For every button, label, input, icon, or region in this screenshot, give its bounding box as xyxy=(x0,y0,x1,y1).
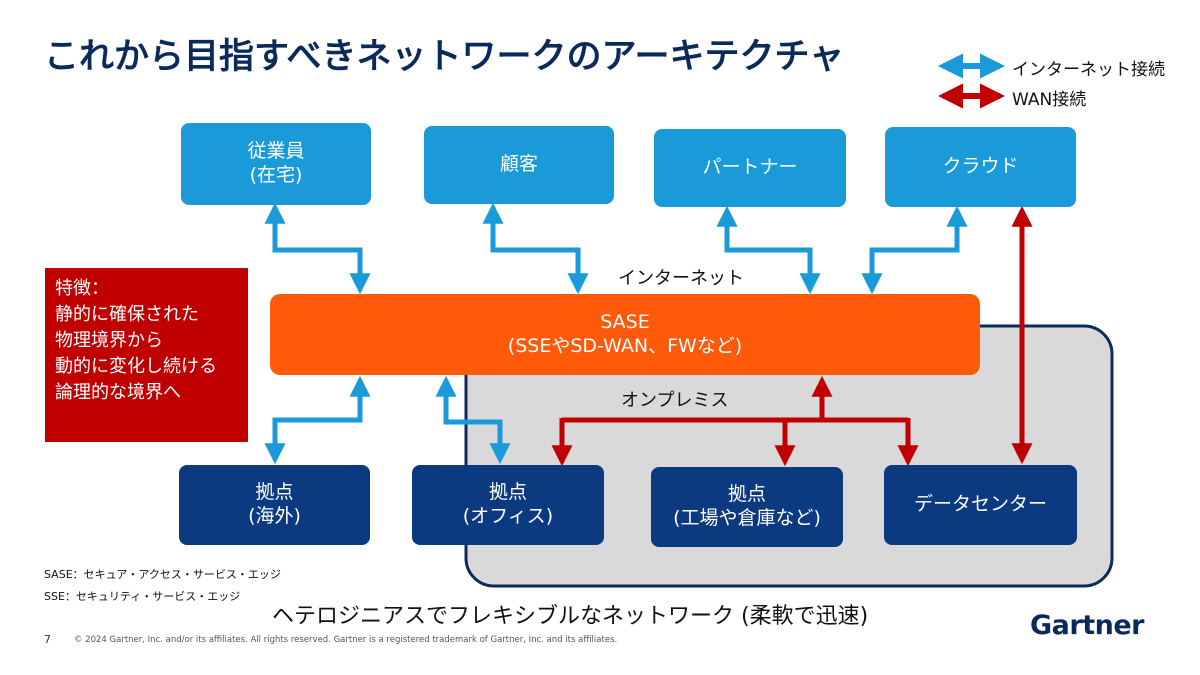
features-heading: 特徴： xyxy=(55,278,109,299)
onprem-label: オンプレミス xyxy=(621,390,729,411)
sase-line2: (SSEやSD-WAN、FWなど) xyxy=(507,334,743,357)
connector-customer-sase xyxy=(482,202,589,295)
connector-partner-sase xyxy=(716,205,821,295)
features-box: 特徴： 静的に確保された 物理境界から 動的に変化し続ける 論理的な境界へ xyxy=(45,268,248,442)
note-sse: SSE：セキュリティ・サービス・エッジ xyxy=(44,590,241,603)
node-office-line2: (オフィス) xyxy=(462,505,554,527)
tagline: ヘテロジニアスでフレキシブルなネットワーク (柔軟で迅速) xyxy=(272,604,869,629)
node-factory-line1: 拠点 xyxy=(727,483,766,506)
node-employee-line1: 従業員 xyxy=(247,140,305,163)
node-office-line1: 拠点 xyxy=(488,481,527,504)
features-line-3: 動的に変化し続ける xyxy=(55,356,217,378)
connector-sase-overseas xyxy=(264,375,371,465)
sase-line1: SASE xyxy=(600,310,650,333)
legend-internet-label: インターネット接続 xyxy=(1012,60,1165,80)
footer-page-number: 7 xyxy=(44,633,51,646)
features-line-2: 物理境界から xyxy=(55,330,163,352)
node-overseas-line1: 拠点 xyxy=(255,481,294,504)
page-title: これから目指すべきネットワークのアーキテクチャ xyxy=(44,37,845,77)
connector-sase-office xyxy=(435,375,511,465)
node-site-office: 拠点 (オフィス) xyxy=(412,465,604,545)
sase-bar: SASE (SSEやSD-WAN、FWなど) xyxy=(270,294,980,375)
node-site-overseas: 拠点 (海外) xyxy=(179,465,370,545)
features-line-4: 論理的な境界へ xyxy=(55,382,181,404)
node-customer-label: 顧客 xyxy=(499,153,538,176)
features-line-1: 静的に確保された xyxy=(55,304,199,326)
node-partner: パートナー xyxy=(654,129,846,207)
connector-employee-sase xyxy=(264,202,371,295)
internet-label: インターネット xyxy=(618,268,744,289)
gartner-logo: Gartner xyxy=(1030,610,1144,641)
node-employee-remote: 従業員 (在宅) xyxy=(181,123,371,205)
node-cloud-label: クラウド xyxy=(942,155,1019,178)
node-employee-line2: (在宅) xyxy=(249,164,303,186)
node-overseas-line2: (海外) xyxy=(248,505,301,527)
node-cloud: クラウド xyxy=(885,127,1076,207)
node-customer: 顧客 xyxy=(424,126,614,204)
node-factory-line2: (工場や倉庫など) xyxy=(673,507,821,529)
note-sase: SASE：セキュア・アクセス・サービス・エッジ xyxy=(44,568,281,581)
node-datacenter-label: データセンター xyxy=(913,493,1047,516)
connector-cloud-sase xyxy=(861,205,968,295)
legend-wan-label: WAN接続 xyxy=(1012,90,1087,110)
node-partner-label: パートナー xyxy=(702,156,798,179)
footer-copyright: © 2024 Gartner, Inc. and/or its affiliat… xyxy=(74,635,618,645)
node-site-factory: 拠点 (工場や倉庫など) xyxy=(651,467,843,547)
node-datacenter: データセンター xyxy=(884,465,1077,545)
